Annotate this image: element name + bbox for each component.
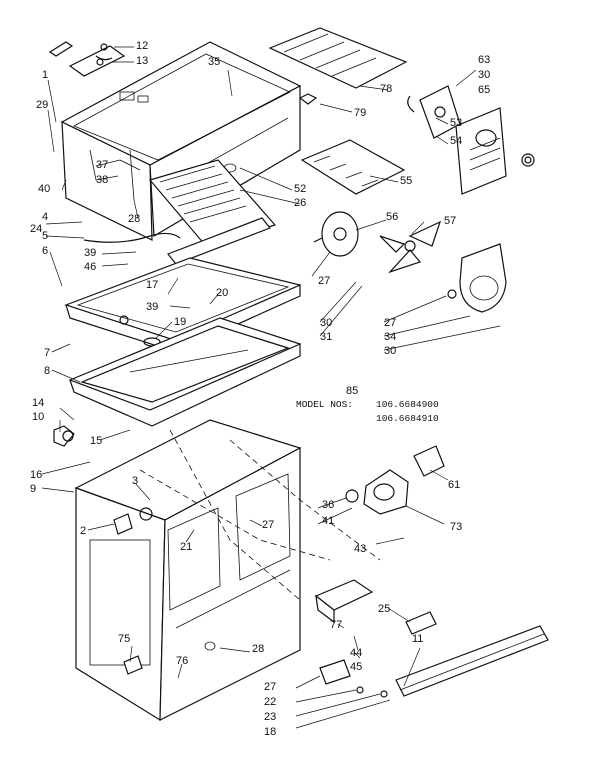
label-56: 56 bbox=[386, 211, 399, 223]
ice-tray bbox=[268, 27, 408, 195]
label-53: 53 bbox=[450, 117, 463, 129]
label-7: 7 bbox=[44, 347, 51, 359]
section-number: 85 bbox=[346, 385, 359, 397]
label-27a: 27 bbox=[318, 275, 331, 287]
label-44: 44 bbox=[350, 647, 363, 659]
label-61: 61 bbox=[448, 479, 461, 491]
label-73: 73 bbox=[450, 521, 463, 533]
crisper-drawer bbox=[314, 579, 437, 635]
label-2: 2 bbox=[80, 525, 87, 537]
label-65: 65 bbox=[478, 84, 491, 96]
label-14: 14 bbox=[32, 397, 45, 409]
label-35: 35 bbox=[208, 56, 221, 68]
top-hinge bbox=[48, 41, 126, 77]
label-28: 28 bbox=[128, 213, 141, 225]
label-78: 78 bbox=[380, 83, 393, 95]
label-34: 34 bbox=[384, 331, 397, 343]
label-4: 4 bbox=[42, 211, 49, 223]
label-30c: 30 bbox=[384, 345, 397, 357]
label-22: 22 bbox=[264, 696, 277, 708]
leader-lines bbox=[41, 46, 501, 729]
label-37: 37 bbox=[96, 159, 109, 171]
label-25: 25 bbox=[378, 603, 391, 615]
label-27b: 27 bbox=[384, 317, 397, 329]
label-79: 79 bbox=[354, 107, 367, 119]
air-duct bbox=[455, 107, 535, 195]
label-52: 52 bbox=[294, 183, 307, 195]
label-54: 54 bbox=[450, 135, 463, 147]
label-1: 1 bbox=[42, 69, 49, 81]
thermostat-parts bbox=[53, 425, 153, 535]
label-26: 26 bbox=[294, 197, 307, 209]
freezer-shelf bbox=[83, 159, 277, 265]
label-28b: 28 bbox=[252, 643, 265, 655]
label-6: 6 bbox=[42, 245, 49, 257]
label-15: 15 bbox=[90, 435, 103, 447]
label-27d: 27 bbox=[264, 681, 277, 693]
label-36: 36 bbox=[322, 499, 335, 511]
label-55: 55 bbox=[400, 175, 413, 187]
label-9: 9 bbox=[30, 483, 37, 495]
hinge-bottom bbox=[123, 655, 388, 698]
label-77: 77 bbox=[330, 619, 343, 631]
label-19: 19 bbox=[174, 316, 187, 328]
label-12: 12 bbox=[136, 40, 149, 52]
label-39b: 39 bbox=[146, 301, 159, 313]
label-63: 63 bbox=[478, 54, 491, 66]
label-39a: 39 bbox=[84, 247, 97, 259]
fan-shroud bbox=[447, 243, 507, 313]
label-11: 11 bbox=[412, 633, 424, 645]
label-43: 43 bbox=[354, 543, 367, 555]
label-10: 10 bbox=[32, 411, 45, 423]
crisper-cover bbox=[68, 317, 302, 427]
label-18: 18 bbox=[264, 726, 277, 738]
model-number-2: 106.6684910 bbox=[376, 413, 439, 424]
fresh-food-liner bbox=[74, 419, 381, 722]
model-label: MODEL NOS: bbox=[296, 399, 354, 410]
label-30b: 30 bbox=[320, 317, 333, 329]
fan-bracket bbox=[407, 85, 461, 139]
label-31: 31 bbox=[320, 331, 333, 343]
trim-strip bbox=[395, 625, 549, 697]
label-21: 21 bbox=[180, 541, 193, 553]
fan-motor bbox=[313, 211, 442, 274]
label-24: 24 bbox=[30, 223, 43, 235]
label-30: 30 bbox=[478, 69, 491, 81]
label-75: 75 bbox=[118, 633, 131, 645]
label-38: 38 bbox=[96, 174, 109, 186]
model-number-1: 106.6684900 bbox=[376, 399, 439, 410]
label-3: 3 bbox=[132, 475, 139, 487]
label-13: 13 bbox=[136, 55, 149, 67]
label-5: 5 bbox=[42, 230, 49, 242]
label-46: 46 bbox=[84, 261, 97, 273]
label-45: 45 bbox=[350, 661, 363, 673]
label-8: 8 bbox=[44, 365, 51, 377]
label-20: 20 bbox=[216, 287, 229, 299]
damper-control bbox=[345, 445, 445, 515]
label-23: 23 bbox=[264, 711, 277, 723]
label-76: 76 bbox=[176, 655, 189, 667]
label-16: 16 bbox=[30, 469, 43, 481]
label-17: 17 bbox=[146, 279, 159, 291]
label-40: 40 bbox=[38, 183, 51, 195]
label-29: 29 bbox=[36, 99, 49, 111]
label-41: 41 bbox=[322, 515, 335, 527]
label-27c: 27 bbox=[262, 519, 275, 531]
label-57: 57 bbox=[444, 215, 457, 227]
